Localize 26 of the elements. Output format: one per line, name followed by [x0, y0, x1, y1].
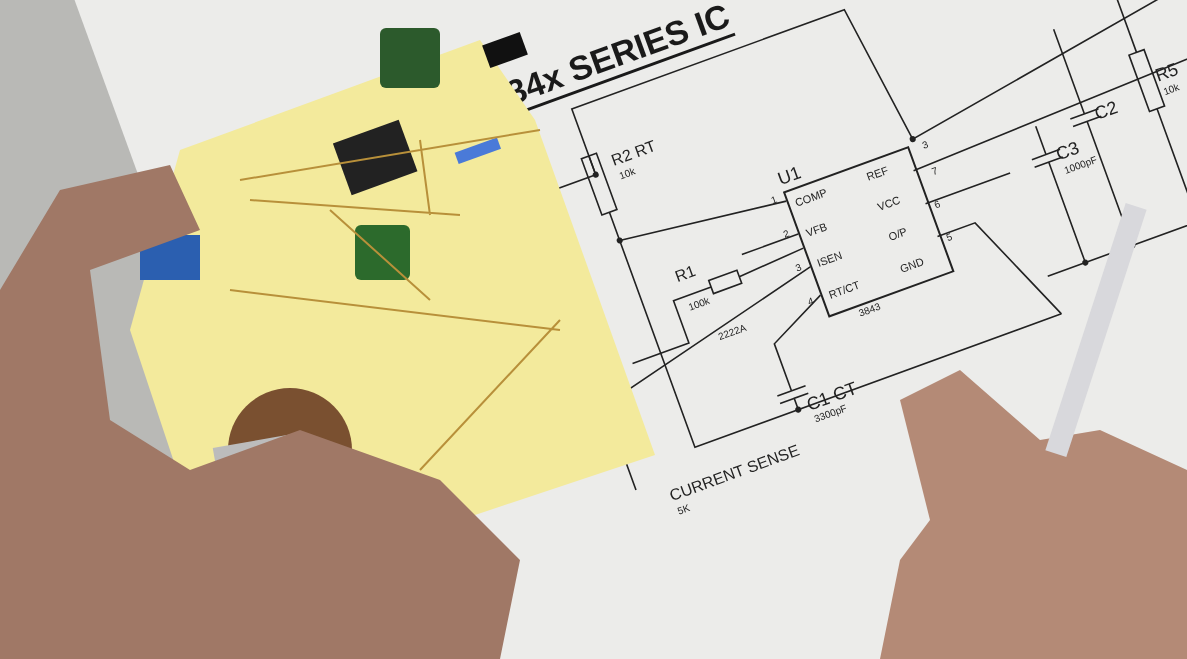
schematic-label: 3843 — [857, 301, 882, 319]
schematic-label: VFB — [804, 221, 829, 239]
schematic-label: C2 — [1092, 97, 1120, 123]
schematic-label: 100k — [687, 295, 711, 313]
schematic-label: 2222A — [717, 322, 748, 343]
schematic-label: 10k — [618, 166, 637, 182]
schematic-label: 2 — [782, 228, 791, 240]
schematic-label: U1 — [775, 163, 804, 188]
schematic-label: R5 — [1152, 59, 1181, 85]
schematic-label: 3 — [794, 262, 803, 274]
schematic-label: 5 — [945, 231, 954, 244]
schematic-label: 10k — [1162, 82, 1181, 98]
schematic-label: REF — [865, 164, 890, 183]
schematic-label: 6 — [933, 199, 942, 211]
schematic-label: R2 RT — [609, 138, 659, 169]
schematic-label: ISEN — [815, 249, 844, 269]
schematic-label: 5K — [676, 503, 692, 517]
schematic-label: R1 — [673, 263, 698, 286]
schematic-label: VCC — [876, 194, 902, 213]
schematic-label: 7 — [930, 165, 940, 178]
schematic-label: O/P — [887, 226, 909, 243]
schematic-label: RT/CT — [827, 279, 862, 301]
schematic-label: GND — [898, 256, 926, 275]
schematic-label: COMP — [793, 187, 829, 209]
schematic-label: 1 — [769, 194, 779, 206]
schematic-label: 3 — [921, 139, 930, 151]
